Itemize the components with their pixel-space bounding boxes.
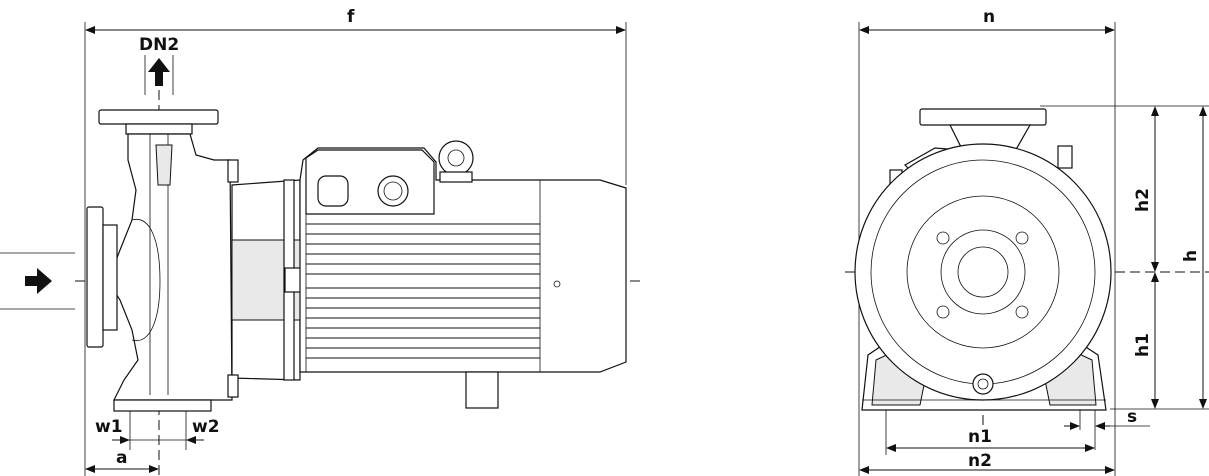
side-view: f DN2: [0, 7, 640, 476]
dimension-n: n: [859, 7, 1115, 34]
dimension-a: a: [85, 448, 159, 473]
dimension-dn2: DN2: [139, 35, 179, 95]
label-a: a: [116, 448, 127, 468]
dimension-n1: n1: [886, 427, 1095, 452]
arrow-up-icon: [148, 58, 170, 86]
label-h2: h2: [1133, 188, 1153, 212]
label-n2: n2: [968, 451, 992, 471]
label-h1: h1: [1133, 333, 1153, 357]
label-f: f: [347, 7, 355, 27]
label-h: h: [1181, 250, 1201, 262]
dimension-s: s: [1064, 407, 1150, 430]
dimension-w1-w2: w1 w2: [95, 417, 220, 444]
inlet-arrow: [0, 252, 75, 310]
dimension-n2: n2: [859, 451, 1115, 474]
dimension-h: h: [1181, 106, 1207, 409]
front-view: n h2 h1: [845, 7, 1209, 476]
label-n1: n1: [968, 427, 992, 447]
motor-fins: [306, 223, 540, 359]
label-w1: w1: [95, 417, 123, 437]
label-s: s: [1127, 407, 1137, 427]
label-n: n: [983, 7, 995, 27]
dimension-h2: h2: [1133, 106, 1159, 272]
arrow-right-icon: [25, 268, 52, 294]
dimension-h1: h1: [1133, 272, 1159, 409]
label-dn2: DN2: [139, 35, 179, 55]
dimension-f: f: [85, 7, 626, 34]
label-w2: w2: [192, 417, 220, 437]
